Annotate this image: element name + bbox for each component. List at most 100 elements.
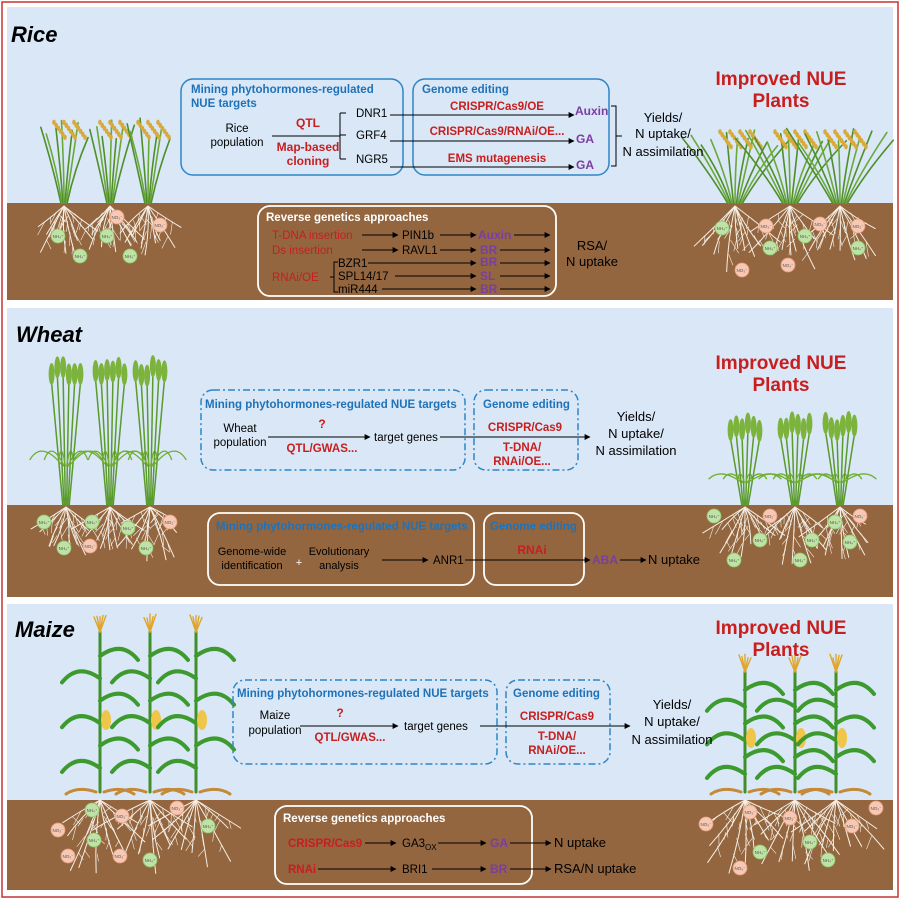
svg-text:NH₄⁺: NH₄⁺: [800, 234, 811, 239]
svg-text:NH₄⁺: NH₄⁺: [89, 838, 100, 843]
svg-text:NO₃⁻: NO₃⁻: [112, 215, 124, 220]
svg-text:NH₄⁺: NH₄⁺: [87, 808, 98, 813]
rice-rev-hormone-br3: BR: [480, 282, 498, 296]
svg-text:NH₄⁺: NH₄⁺: [765, 246, 776, 251]
maize-improved-1: Improved NUE: [706, 618, 856, 640]
rice-outcome-3: N assimilation: [623, 144, 704, 159]
wheat-root-method: RNAi: [517, 543, 546, 557]
wheat-panel: Mining phytohormones-regulated NUE targe…: [7, 308, 893, 597]
rice-mining-title-1: Mining phytohormones-regulated: [191, 84, 374, 96]
rice-rev-outcome-1: RSA/: [577, 238, 608, 253]
maize-edit-method-1: CRISPR/Cas9: [520, 711, 594, 723]
wheat-root-editing-title: Genome editing: [490, 521, 577, 533]
wheat-improved-2: Plants: [706, 375, 856, 397]
svg-text:NH₄⁺: NH₄⁺: [755, 850, 766, 855]
rice-rev-outcome-2: N uptake: [566, 254, 618, 269]
svg-text:NO₃⁻: NO₃⁻: [155, 223, 167, 228]
maize-outcome-1: Yields/: [653, 697, 692, 712]
svg-text:NH₄⁺: NH₄⁺: [845, 540, 856, 545]
svg-text:NO₃⁻: NO₃⁻: [853, 224, 865, 229]
svg-text:NH₄⁺: NH₄⁺: [123, 526, 134, 531]
svg-text:NO₃⁻: NO₃⁻: [701, 822, 713, 827]
rice-rev-hormone-br2: BR: [480, 255, 498, 269]
svg-text:NO₃⁻: NO₃⁻: [63, 854, 75, 859]
svg-text:NO₃⁻: NO₃⁻: [115, 854, 127, 859]
rice-rev-gene-spl: SPL14/17: [338, 271, 389, 283]
maize-edit-method-2: T-DNA/: [538, 731, 577, 743]
wheat-population-2: population: [213, 437, 266, 449]
rice-rev-method-tdna: T-DNA insertion: [272, 230, 353, 242]
wheat-improved-1: Improved NUE: [706, 353, 856, 375]
svg-text:NO₃⁻: NO₃⁻: [847, 824, 859, 829]
wheat-population-1: Wheat: [223, 423, 257, 435]
svg-text:NO₃⁻: NO₃⁻: [871, 806, 883, 811]
rice-improved-1: Improved NUE: [706, 69, 856, 91]
maize-rev-hormone-ga: GA: [490, 836, 508, 850]
maize-edit-method-3: RNAi/OE...: [528, 745, 586, 757]
maize-question: ?: [336, 706, 343, 720]
svg-text:NH₄⁺: NH₄⁺: [53, 234, 64, 239]
svg-text:NH₄⁺: NH₄⁺: [729, 558, 740, 563]
svg-text:NO₃⁻: NO₃⁻: [735, 866, 747, 871]
rice-hormone-auxin: Auxin: [575, 104, 608, 118]
rice-method-map-based-2: cloning: [287, 154, 330, 168]
svg-text:NH₄⁺: NH₄⁺: [807, 538, 818, 543]
svg-text:NO₃⁻: NO₃⁻: [785, 816, 797, 821]
rice-rev-gene-pin1b: PIN1b: [402, 230, 434, 242]
maize-rev-method-rnai: RNAi: [288, 864, 316, 876]
wheat-root-outcome: N uptake: [648, 552, 700, 567]
maize-improved-2: Plants: [706, 640, 856, 662]
rice-rev-hormone-sl: SL: [480, 269, 495, 283]
svg-text:NH₄⁺: NH₄⁺: [39, 520, 50, 525]
rice-hormone-ga2: GA: [576, 158, 594, 172]
wheat-root-gene: ANR1: [433, 555, 464, 567]
svg-text:NH₄⁺: NH₄⁺: [830, 520, 841, 525]
svg-text:NO₃⁻: NO₃⁻: [737, 268, 749, 273]
svg-text:NH₄⁺: NH₄⁺: [75, 254, 86, 259]
maize-rev-method-crispr: CRISPR/Cas9: [288, 838, 362, 850]
rice-method-qtl: QTL: [296, 116, 320, 130]
maize-target: target genes: [404, 721, 468, 733]
rice-mining-title-2: NUE targets: [191, 98, 257, 110]
maize-outcome-3: N assimilation: [632, 732, 713, 747]
rice-panel: Mining phytohormones-regulated NUE targe…: [7, 7, 893, 300]
rice-improved-2: Plants: [706, 91, 856, 113]
rice-editing-title: Genome editing: [422, 84, 509, 96]
wheat-editing-title: Genome editing: [483, 399, 570, 411]
wheat-outcome-1: Yields/: [617, 409, 656, 424]
rice-rev-gene-ravl1: RAVL1: [402, 245, 438, 257]
wheat-outcome-3: N assimilation: [596, 443, 677, 458]
rice-gene-ngr5: NGR5: [356, 154, 388, 166]
rice-rev-method-rnai: RNAi/OE: [272, 272, 319, 284]
svg-text:NH₄⁺: NH₄⁺: [709, 514, 720, 519]
wheat-root-hormone: ABA: [592, 553, 618, 567]
wheat-root-plus: +: [296, 557, 302, 569]
svg-text:NH₄⁺: NH₄⁺: [102, 234, 113, 239]
rice-gene-grf4: GRF4: [356, 130, 387, 142]
rice-population-1: Rice: [225, 123, 248, 135]
wheat-root-evo-1: Evolutionary: [309, 546, 370, 558]
maize-rev-hormone-br: BR: [490, 862, 508, 876]
maize-rev-gene-ga3ox-base: GA3: [402, 838, 425, 850]
svg-text:NO₃⁻: NO₃⁻: [165, 520, 177, 525]
wheat-edit-method-1: CRISPR/Cas9: [488, 422, 562, 434]
maize-rev-outcome-1: N uptake: [554, 835, 606, 850]
panel-separator-1: [7, 300, 893, 308]
rice-title: Rice: [11, 22, 57, 48]
svg-text:NH₄⁺: NH₄⁺: [145, 858, 156, 863]
svg-text:NH₄⁺: NH₄⁺: [805, 840, 816, 845]
svg-text:NO₃⁻: NO₃⁻: [761, 224, 773, 229]
rice-gene-dnr1: DNR1: [356, 108, 387, 120]
rice-outcome-2: N uptake/: [635, 126, 691, 141]
wheat-outcome-2: N uptake/: [608, 426, 664, 441]
rice-edit-method-3: EMS mutagenesis: [448, 153, 546, 165]
rice-population-2: population: [210, 137, 263, 149]
rice-rev-gene-bzr1: BZR1: [338, 258, 367, 270]
svg-text:NH₄⁺: NH₄⁺: [853, 246, 864, 251]
wheat-root-genome-2: identification: [221, 560, 282, 572]
rice-outcome-1: Yields/: [644, 110, 683, 125]
maize-rev-outcome-2: RSA/N uptake: [554, 861, 636, 876]
wheat-root-mining-title: Mining phytohormones-regulated NUE targe…: [216, 521, 468, 533]
